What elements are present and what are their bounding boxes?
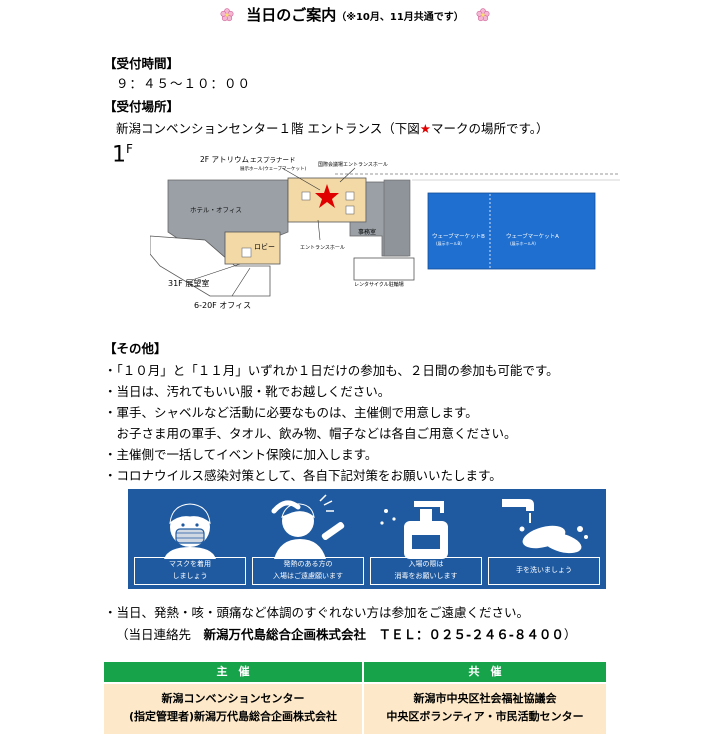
map-label-wave-b: ウェーブマーケットB	[432, 232, 485, 240]
entrance-star-icon	[315, 184, 339, 208]
host-header: 主 催	[104, 662, 362, 682]
reception-time-heading: 【受付時間】	[104, 56, 180, 71]
map-label-wave-b-sub: (展示ホールB)	[436, 240, 462, 246]
sanitizer-icon	[380, 501, 448, 559]
map-label-lobby: ロビー	[254, 242, 275, 251]
map-label-office: 事務室	[358, 228, 376, 236]
floor-label: 1F	[112, 142, 133, 168]
map-label-wave-a: ウェーブマーケットA	[506, 232, 559, 240]
pictogram-caption: 入場の際は消毒をお願いします	[370, 557, 482, 585]
list-item: ・当日は、汚れてもいい服・靴でお越しください。	[104, 384, 391, 399]
pictogram-handwash: 手を洗いましょう	[482, 489, 606, 589]
reception-place-heading: 【受付場所】	[104, 99, 180, 114]
floor-map: 2F アトリウム エスプラナード 展示ホール(ウェーブマーケット) 国際会議場エ…	[150, 155, 620, 310]
map-label-intl-entrance: 国際会議場エントランスホール	[318, 161, 388, 168]
pictogram-caption: 発熱のある方の入場はご遠慮願います	[252, 557, 364, 585]
fever-icon	[271, 494, 346, 559]
list-item: ・主催側で一括してイベント保険に加入します。	[104, 447, 378, 462]
list-item: ・「１０月」と「１１月」いずれか１日だけの参加も、２日間の参加も可能です。	[104, 363, 559, 378]
host-cell: 新潟コンベンションセンター (指定管理者)新潟万代島総合企画株式会社	[104, 684, 362, 734]
map-label-entrance-hall: エントランスホール	[300, 245, 345, 251]
pictogram-caption: マスクを着用しましょう	[134, 557, 246, 585]
map-label-offices: 6-20F オフィス	[194, 301, 251, 310]
handwash-icon	[502, 499, 588, 554]
list-item: お子さま用の軍手、タオル、飲み物、帽子などは各自ご用意ください。	[104, 426, 517, 441]
other-list: ・「１０月」と「１１月」いずれか１日だけの参加も、２日間の参加も可能です。 ・当…	[104, 360, 559, 486]
page-title: 当日のご案内（※10月、11月共通です）	[0, 4, 710, 25]
pictogram-fever: 発熱のある方の入場はご遠慮願います	[246, 489, 370, 589]
contact-line: （当日連絡先 新潟万代島総合企画株式会社 ＴＥＬ：０２５-２４６-８４００）	[116, 627, 577, 642]
flower-icon	[220, 8, 234, 22]
cohost-header: 共 催	[364, 662, 606, 682]
list-item: ・軍手、シャベルなど活動に必要なものは、主催側で用意します。	[104, 405, 478, 420]
list-item: ・当日、発熱・咳・頭痛など体調のすぐれない方は参加をご遠慮ください。	[104, 605, 530, 620]
contact-company: 新潟万代島総合企画株式会社 ＴＥＬ：０２５-２４６-８４００	[203, 627, 564, 642]
cohost-cell: 新潟市中央区社会福祉協議会 中央区ボランティア・市民活動センター	[364, 684, 606, 734]
pictogram-mask: マスクを着用しましょう	[128, 489, 252, 589]
reception-place-value: 新潟コンベンションセンター１階 エントランス（下図★マークの場所です。）	[116, 121, 549, 136]
star-icon: ★	[419, 121, 431, 136]
map-label-exhibition-hall: 展示ホール(ウェーブマーケット)	[240, 165, 306, 172]
pictogram-caption: 手を洗いましょう	[488, 557, 600, 585]
mask-icon	[164, 503, 216, 559]
title-note: （※10月、11月共通です）	[336, 12, 464, 23]
map-label-wave-a-sub: (展示ホールA)	[510, 240, 536, 246]
map-label-observatory: 31F 展望室	[168, 278, 209, 288]
map-label-esplanade: エスプラナード	[250, 156, 296, 164]
title-main: 当日のご案内	[246, 6, 337, 24]
other-heading: 【その他】	[104, 341, 167, 356]
list-item: ・コロナウイルス感染対策として、各自下記対策をお願いいたします。	[104, 468, 502, 483]
map-label-rental-cycle: レンタサイクル駐輪場	[354, 281, 404, 288]
reception-time-value: ９：４５～１０：００	[116, 76, 252, 91]
map-label-atrium: 2F アトリウム	[200, 155, 249, 164]
map-label-hotel: ホテル・オフィス	[190, 206, 242, 214]
pictogram-sanitizer: 入場の際は消毒をお願いします	[364, 489, 488, 589]
flower-icon	[476, 8, 490, 22]
